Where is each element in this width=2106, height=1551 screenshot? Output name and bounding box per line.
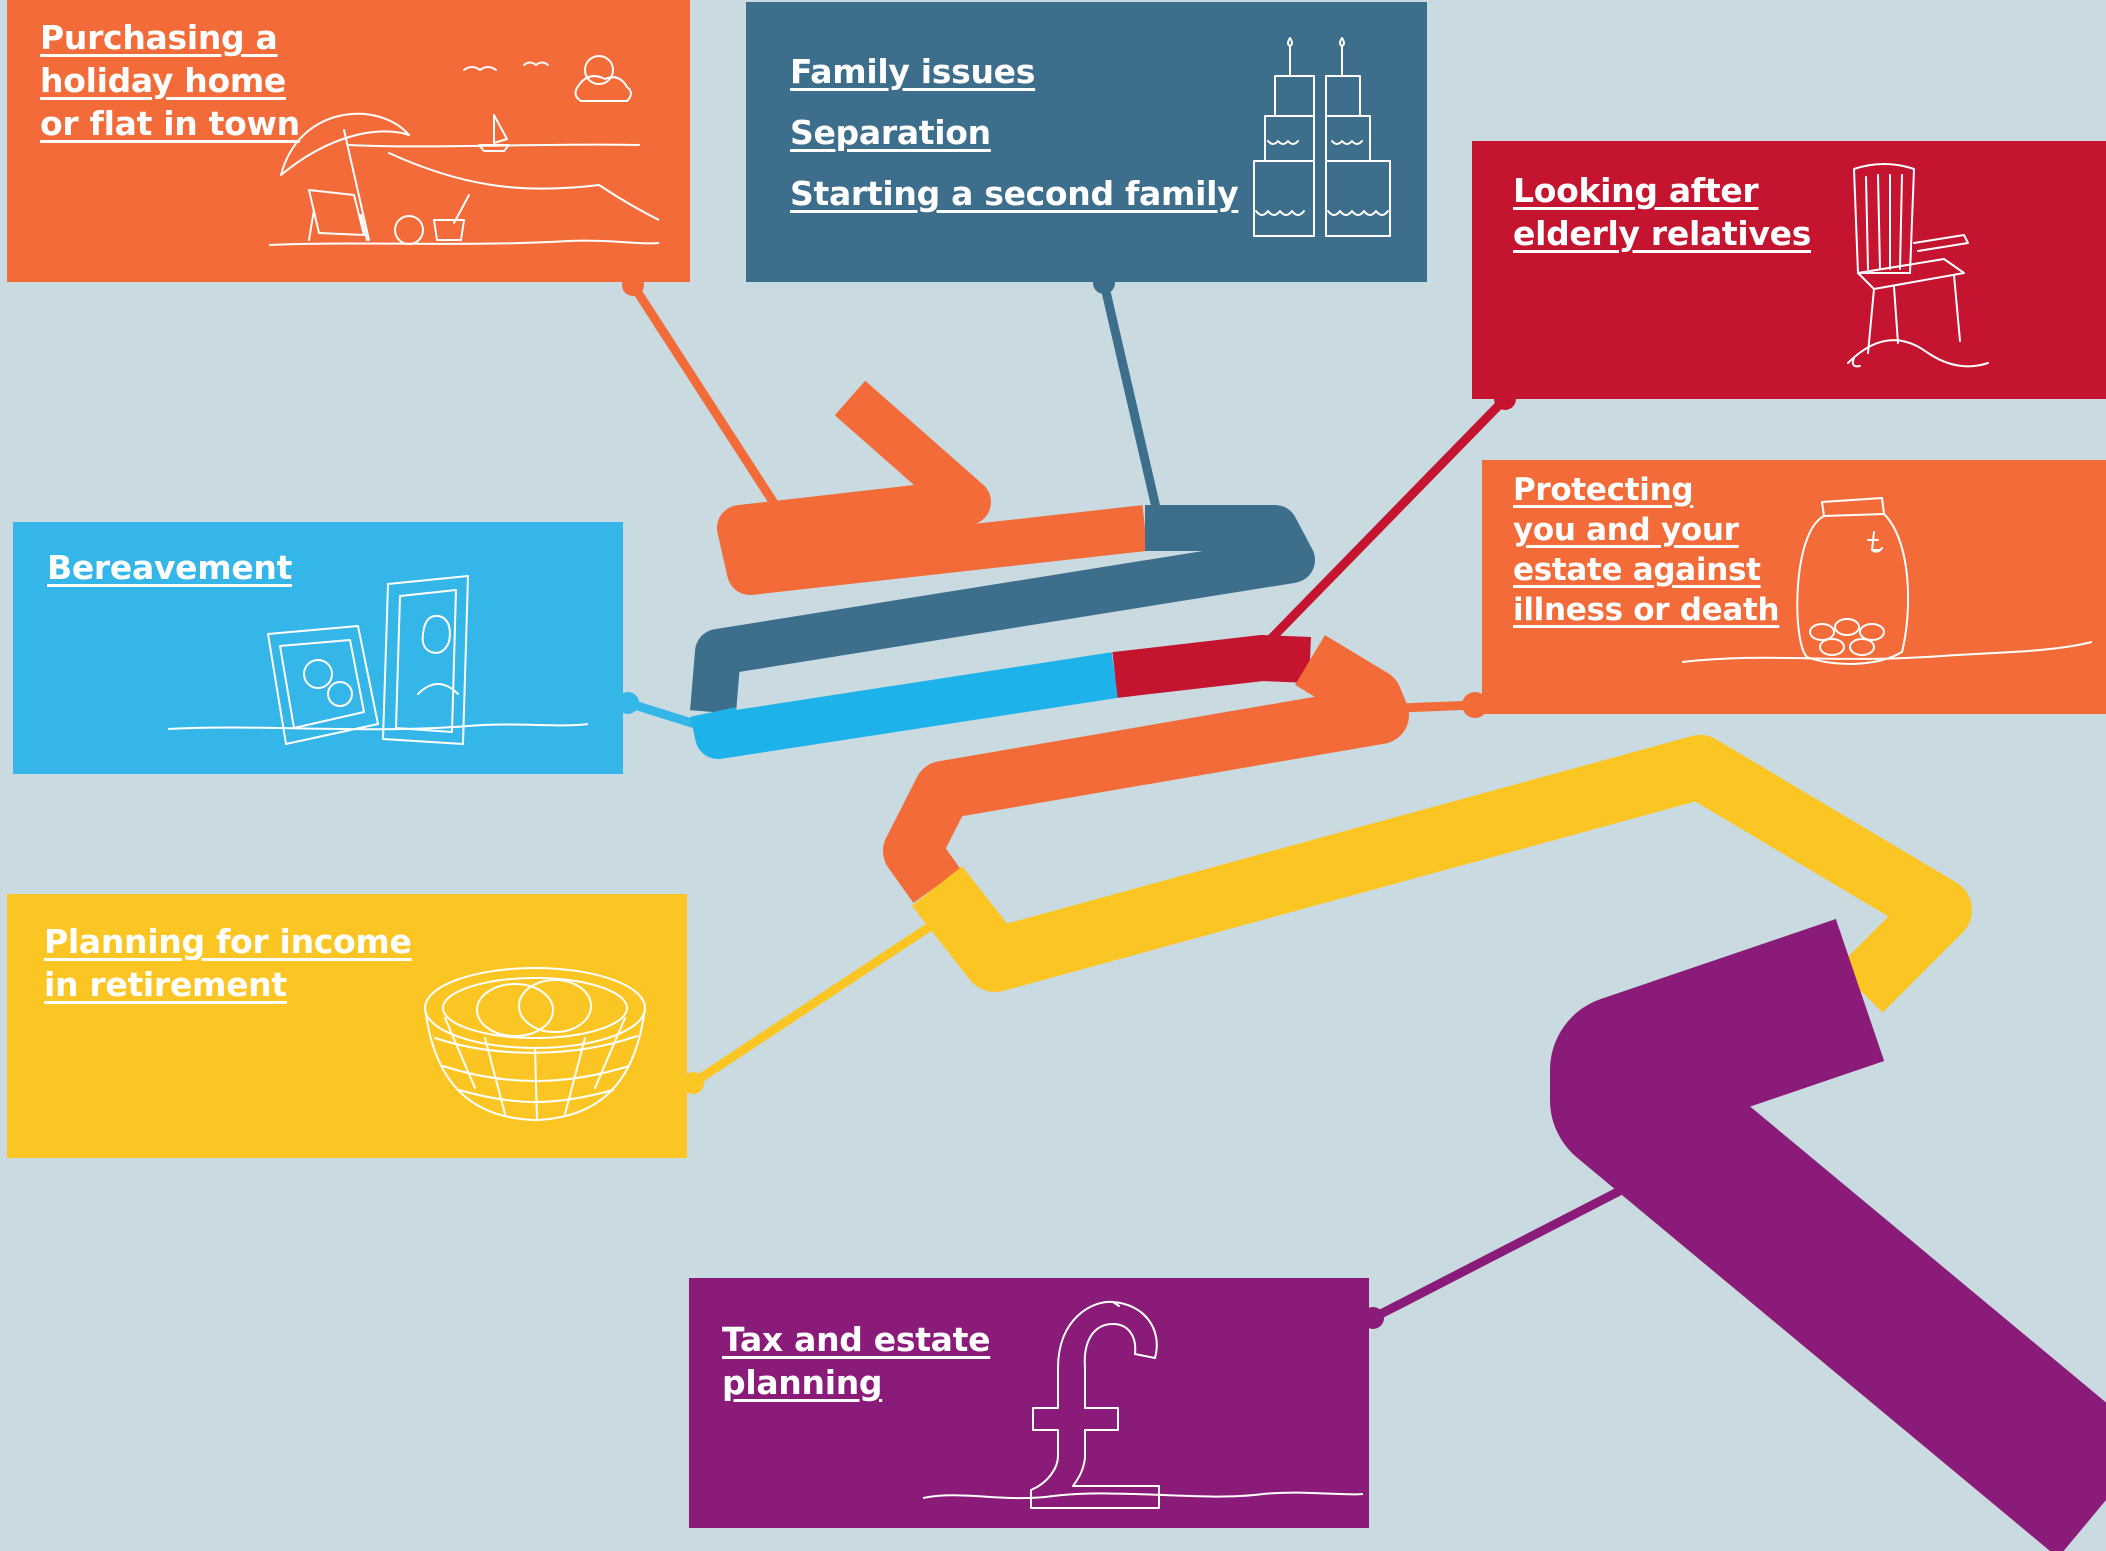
connector-retirement	[688, 905, 960, 1088]
link-planning-for-income[interactable]: Planning for income	[44, 922, 412, 961]
link-you-and-your[interactable]: you and your	[1513, 512, 1739, 548]
road-segment-sky-blue	[690, 652, 1119, 759]
link-in-retirement[interactable]: in retirement	[44, 965, 287, 1004]
road-segment-orange-middle	[883, 635, 1409, 903]
link-protecting[interactable]: Protecting	[1513, 472, 1694, 508]
link-separation[interactable]: Separation	[790, 113, 991, 152]
road-segment-orange-top	[717, 380, 1148, 595]
road-segment-purple	[1550, 919, 2106, 1551]
link-flat-in-town[interactable]: or flat in town	[40, 104, 300, 143]
connector-holiday	[628, 280, 795, 533]
split-wedding-cake-icon	[1253, 37, 1391, 237]
photo-frames-icon	[168, 575, 588, 745]
road-segments	[690, 380, 2106, 1551]
connector-family	[1099, 278, 1165, 530]
nest-eggs-icon	[424, 967, 646, 1121]
link-illness-or-death[interactable]: illness or death	[1513, 592, 1780, 628]
link-elderly-relatives[interactable]: elderly relatives	[1513, 214, 1812, 253]
link-purchasing-holiday-home[interactable]: Purchasing a	[40, 18, 278, 57]
link-second-family[interactable]: Starting a second family	[790, 174, 1239, 213]
card-elderly-relatives[interactable]: Looking after elderly relatives	[1472, 141, 2106, 399]
card-protecting-estate[interactable]: Protecting you and your estate against i…	[1482, 460, 2106, 714]
road-segment-crimson	[1112, 635, 1311, 698]
link-planning[interactable]: planning	[722, 1363, 883, 1402]
road-segment-steel-blue	[690, 505, 1315, 714]
link-family-issues[interactable]: Family issues	[790, 52, 1036, 91]
link-estate-against[interactable]: estate against	[1513, 552, 1761, 588]
connector-dot-retirement	[682, 1072, 704, 1094]
pound-sign-icon	[923, 1300, 1363, 1509]
card-holiday-home[interactable]: Purchasing a holiday home or flat in tow…	[7, 0, 690, 282]
card-retirement[interactable]: Planning for income in retirement	[7, 894, 687, 1158]
link-bereavement[interactable]: Bereavement	[47, 548, 293, 587]
link-holiday-home[interactable]: holiday home	[40, 61, 286, 100]
road-segment-yellow	[911, 735, 1972, 1013]
card-tax-estate-planning[interactable]: Tax and estate planning	[689, 1278, 1369, 1528]
card-family-issues[interactable]: Family issues Separation Starting a seco…	[746, 2, 1427, 282]
link-tax-and-estate[interactable]: Tax and estate	[722, 1320, 991, 1359]
link-looking-after[interactable]: Looking after	[1513, 171, 1759, 210]
beach-scene-icon	[269, 55, 659, 246]
rocking-chair-icon	[1847, 163, 1989, 368]
money-jar-icon	[1682, 497, 2092, 665]
connector-elderly	[1260, 394, 1510, 650]
card-bereavement[interactable]: Bereavement	[13, 522, 623, 774]
connector-dot-protecting	[1462, 692, 1488, 718]
